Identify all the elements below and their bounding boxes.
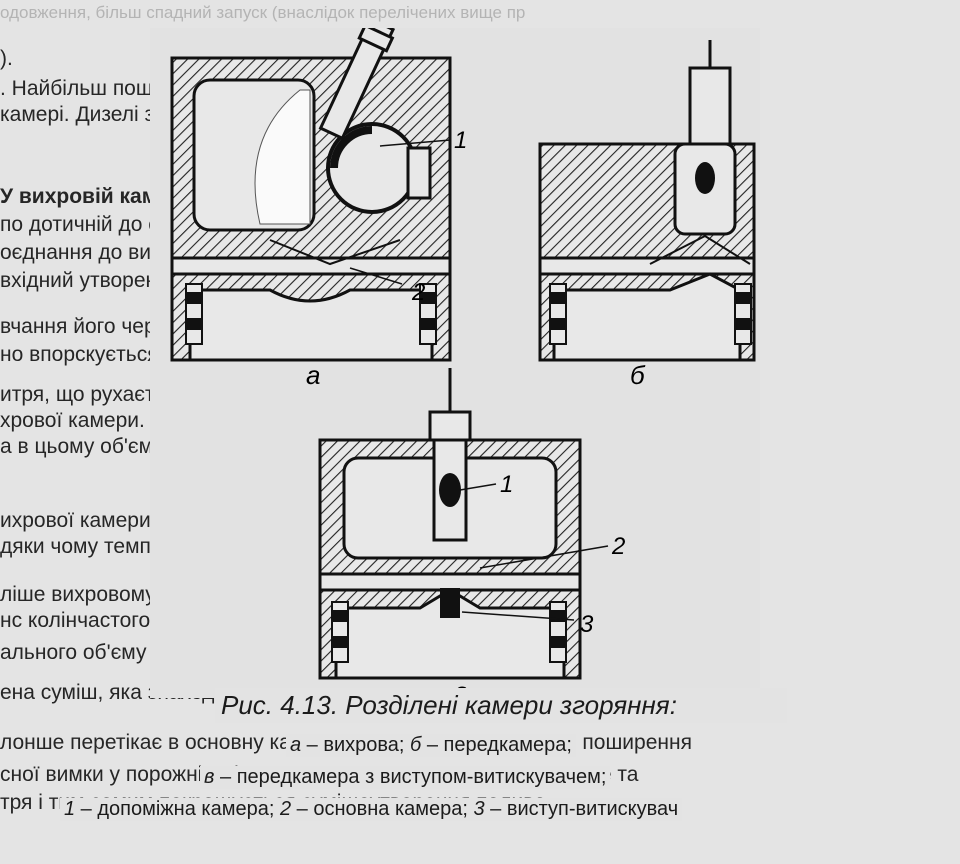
caption-text-aux-chamber: – допоміжна камера; bbox=[75, 798, 280, 820]
diagram-a-letter: а bbox=[306, 360, 320, 390]
diagram-v-label-1: 1 bbox=[500, 471, 513, 498]
diagram-v-label-2: 2 bbox=[611, 533, 625, 560]
caption-title: Рис. 4.13. Розділені камери згоряння: bbox=[215, 688, 787, 723]
caption-line-1: а – вихрова; б – передкамера; bbox=[286, 734, 576, 757]
caption-text-displacer-prechamber: – передкамера з виступом-витискувачем; bbox=[214, 766, 607, 788]
caption-text-main-chamber: – основна камера; bbox=[291, 798, 474, 820]
diagram-v-label-3: 3 bbox=[580, 611, 594, 638]
caption-text-displacer: – виступ-витискувач bbox=[484, 798, 679, 820]
background-text-line: ). bbox=[0, 47, 13, 70]
diagram-a-label-1: 1 bbox=[454, 127, 467, 154]
caption-letter-a: а bbox=[290, 734, 302, 756]
caption-text-vortex: – вихрова; bbox=[301, 734, 411, 756]
figure-drawing: 1 2 а 1 2 bbox=[170, 7, 793, 706]
diagram-a-label-2: 2 bbox=[411, 279, 425, 306]
caption-line-3: 1 – допоміжна камера; 2 – основна камера… bbox=[60, 798, 683, 821]
caption-letter-v: в bbox=[204, 766, 215, 788]
diagram-v-prechamber-displacer: 1 2 3 в bbox=[318, 368, 625, 706]
diagram-b-letter: б bbox=[630, 360, 646, 390]
figure-caption: Рис. 4.13. Розділені камери згоряння: а … bbox=[0, 688, 960, 864]
caption-num-3: 3 bbox=[473, 798, 485, 820]
diagram-b-prechamber: 1 2 б bbox=[538, 40, 793, 390]
background-text-line: одовження, більш спадний запуск (внаслід… bbox=[0, 3, 526, 22]
caption-text-prechamber: – передкамера; bbox=[421, 734, 572, 756]
diagram-a-vortex-chamber: 1 2 а bbox=[170, 7, 467, 390]
figure-4-13: 1 2 а 1 2 bbox=[150, 7, 793, 706]
caption-line-2: в – передкамера з виступом-витискувачем; bbox=[200, 766, 611, 789]
caption-letter-b: б bbox=[410, 734, 422, 756]
caption-num-1: 1 bbox=[64, 798, 76, 820]
caption-num-2: 2 bbox=[279, 798, 292, 820]
